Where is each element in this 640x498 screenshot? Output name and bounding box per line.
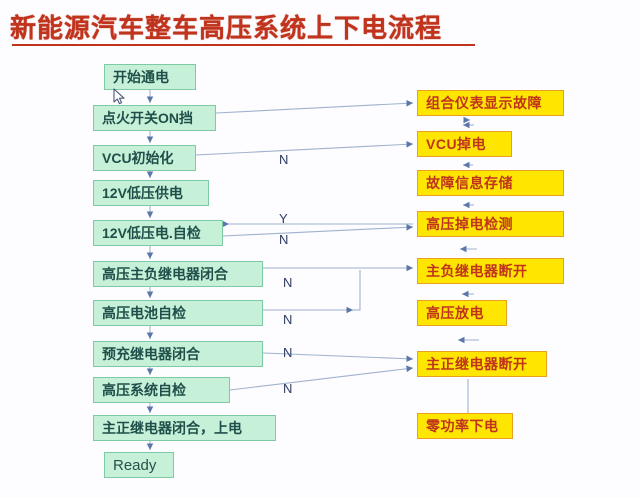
node-label: 故障信息存储 xyxy=(426,175,513,191)
node-precharge-relay-close[interactable]: 预充继电器闭合 xyxy=(93,341,263,367)
node-label: 高压电池自检 xyxy=(102,305,186,321)
branch-label-y1: Y xyxy=(279,211,288,226)
node-label: 高压系统自检 xyxy=(102,382,186,398)
node-ready[interactable]: Ready xyxy=(104,452,174,478)
node-hv-poweroff-detect[interactable]: 高压掉电检测 xyxy=(417,211,564,237)
node-vcu-init[interactable]: VCU初始化 xyxy=(93,145,196,171)
node-main-positive-relay-close[interactable]: 主正继电器闭合，上电 xyxy=(93,415,276,441)
node-ignition-switch-on[interactable]: 点火开关ON挡 xyxy=(93,105,216,131)
node-label: 12V低压供电 xyxy=(102,185,183,201)
node-label: 高压主负继电器闭合 xyxy=(102,266,228,282)
title-underline xyxy=(12,44,475,46)
node-hv-discharge[interactable]: 高压放电 xyxy=(417,300,507,326)
node-label: VCU初始化 xyxy=(102,150,174,166)
node-hv-system-selftest[interactable]: 高压系统自检 xyxy=(93,377,230,403)
branch-label-n5: N xyxy=(283,345,293,360)
node-label: 组合仪表显示故障 xyxy=(426,95,542,111)
node-main-positive-relay-open[interactable]: 主正继电器断开 xyxy=(417,351,547,377)
branch-label-n6: N xyxy=(283,381,293,396)
page-title: 新能源汽车整车高压系统上下电流程 xyxy=(10,14,443,43)
node-hv-battery-selftest[interactable]: 高压电池自检 xyxy=(93,300,263,326)
node-lv-selftest[interactable]: 12V低压电.自检 xyxy=(93,220,223,246)
node-label: 主负继电器断开 xyxy=(426,263,528,279)
branch-label-n1: N xyxy=(279,152,289,167)
branch-label-n2: N xyxy=(279,232,289,247)
node-lv-supply[interactable]: 12V低压供电 xyxy=(93,180,209,206)
node-label: 主正继电器断开 xyxy=(426,356,528,372)
node-start[interactable]: 开始通电 xyxy=(104,64,196,90)
branch-label-n3: N xyxy=(283,275,293,290)
node-fault-info-storage[interactable]: 故障信息存储 xyxy=(417,170,564,196)
node-main-negative-relay-close[interactable]: 高压主负继电器闭合 xyxy=(93,261,263,287)
node-label: VCU掉电 xyxy=(426,136,487,152)
node-label: 高压掉电检测 xyxy=(426,216,513,232)
node-label: 零功率下电 xyxy=(426,418,499,434)
node-label: Ready xyxy=(113,456,157,474)
node-label: 主正继电器闭合，上电 xyxy=(102,420,242,436)
node-label: 预充继电器闭合 xyxy=(102,346,200,362)
node-label: 高压放电 xyxy=(426,305,484,321)
node-main-negative-relay-open[interactable]: 主负继电器断开 xyxy=(417,258,564,284)
node-vcu-power-off[interactable]: VCU掉电 xyxy=(417,131,512,157)
node-label: 开始通电 xyxy=(113,69,169,85)
node-cluster-fault-display[interactable]: 组合仪表显示故障 xyxy=(417,90,564,116)
node-label: 12V低压电.自检 xyxy=(102,225,201,241)
node-label: 点火开关ON挡 xyxy=(102,110,193,126)
node-zero-power-shutdown[interactable]: 零功率下电 xyxy=(417,413,513,439)
branch-label-n4: N xyxy=(283,312,293,327)
